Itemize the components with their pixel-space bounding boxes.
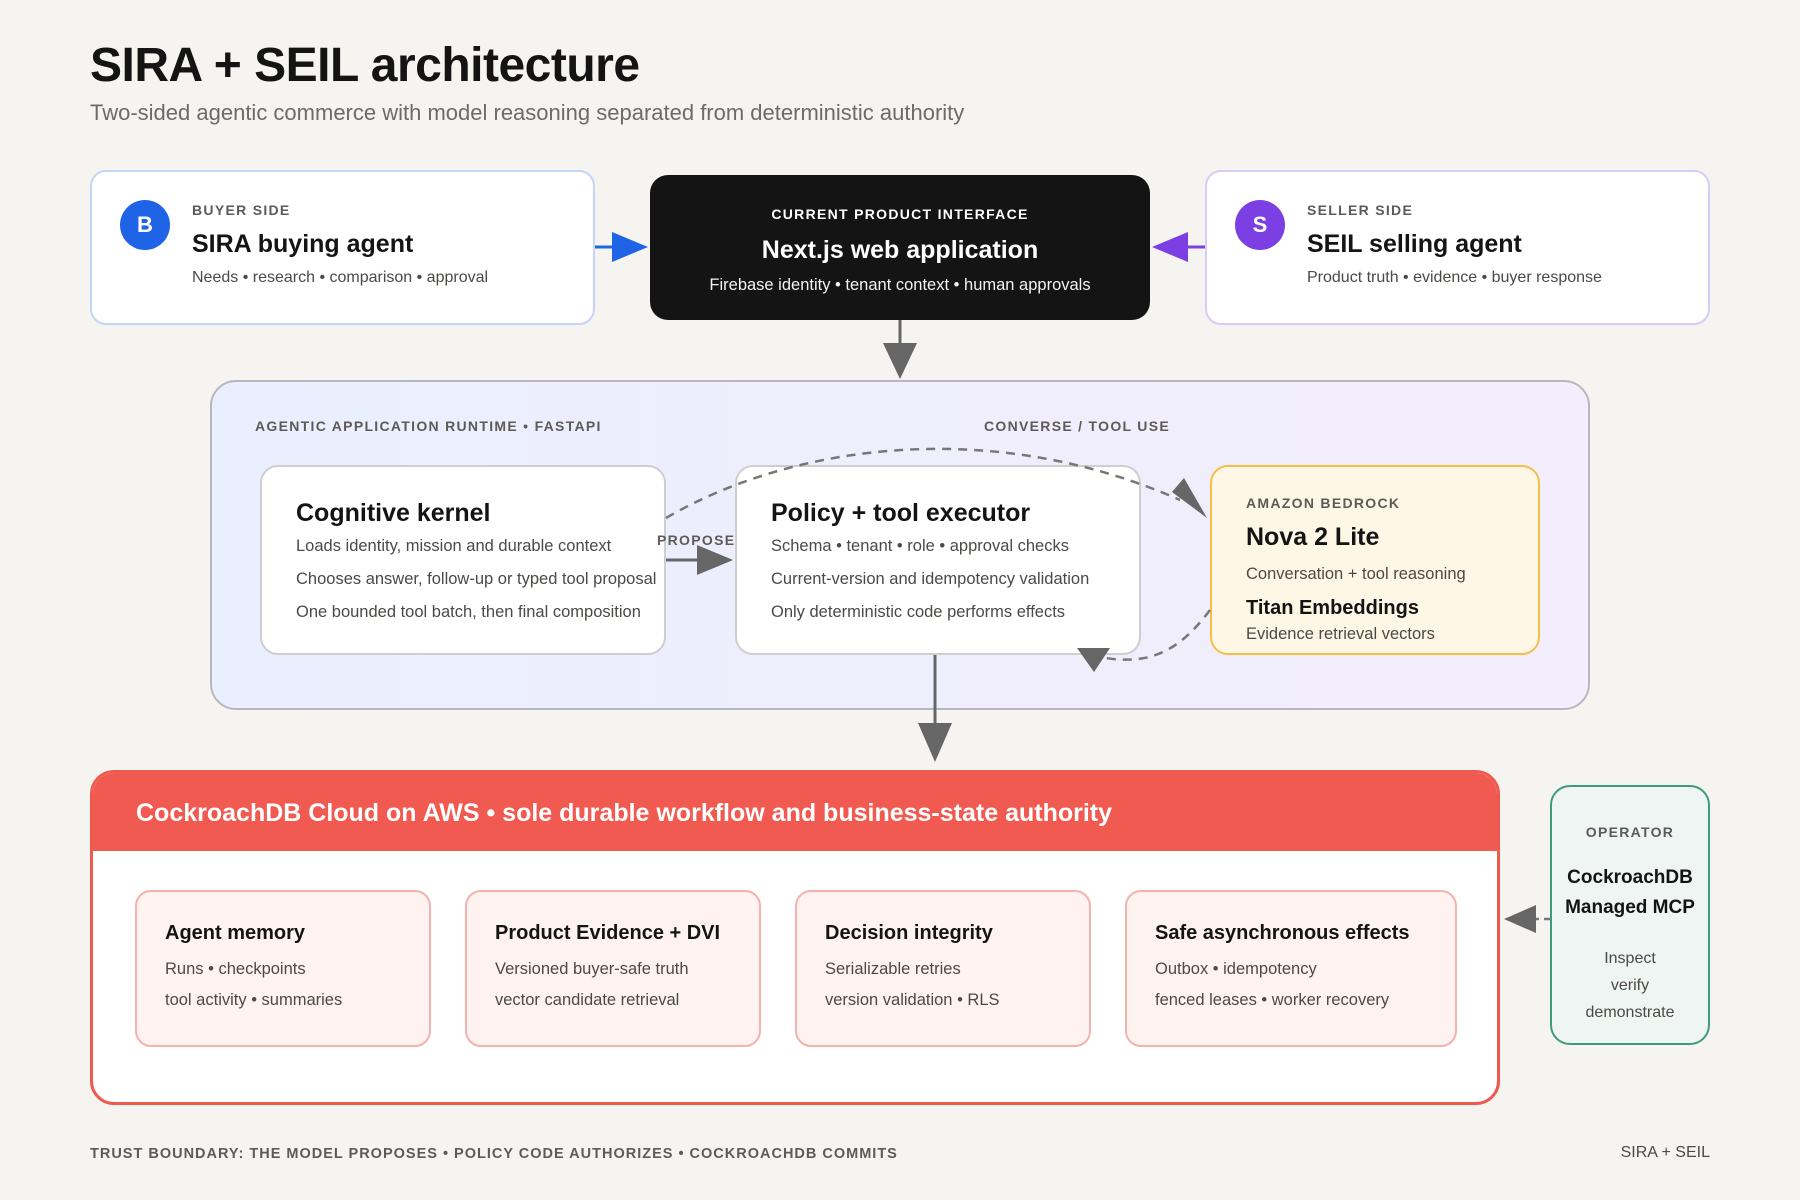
db-card-agent-memory: Agent memory Runs • checkpoints tool act…: [135, 890, 431, 1047]
policy-line: Only deterministic code performs effects: [771, 603, 1066, 621]
seller-detail: Product truth • evidence • buyer respons…: [1307, 269, 1602, 286]
seller-eyebrow: SELLER SIDE: [1307, 202, 1414, 218]
cockroachdb-panel: CockroachDB Cloud on AWS • sole durable …: [90, 770, 1500, 1105]
nextjs-interface-card: CURRENT PRODUCT INTERFACE Next.js web ap…: [650, 175, 1150, 320]
return-arrow-head: [1077, 648, 1110, 672]
db-card-line: Versioned buyer-safe truth: [495, 960, 689, 978]
converse-dashed-path: [665, 447, 1181, 520]
buyer-eyebrow: BUYER SIDE: [192, 202, 291, 218]
operator-action: demonstrate: [1585, 1004, 1675, 1021]
bedrock-embeddings-detail: Evidence retrieval vectors: [1246, 625, 1435, 643]
db-card-title: Safe asynchronous effects: [1155, 922, 1410, 944]
page-subtitle: Two-sided agentic commerce with model re…: [90, 100, 965, 125]
operator-action: verify: [1610, 977, 1650, 994]
db-card-line: Runs • checkpoints: [165, 960, 306, 978]
db-card-product-evidence: Product Evidence + DVI Versioned buyer-s…: [465, 890, 761, 1047]
bedrock-eyebrow: AMAZON BEDROCK: [1246, 495, 1401, 511]
policy-executor-card: Policy + tool executor Schema • tenant •…: [735, 465, 1141, 655]
propose-label: PROPOSE: [657, 532, 736, 548]
operator-card: OPERATOR CockroachDB Managed MCP Inspect…: [1550, 785, 1710, 1045]
footer-trust-boundary: TRUST BOUNDARY: THE MODEL PROPOSES • POL…: [90, 1146, 898, 1162]
amazon-bedrock-card: AMAZON BEDROCK Nova 2 Lite Conversation …: [1210, 465, 1540, 655]
runtime-label: AGENTIC APPLICATION RUNTIME • FASTAPI: [255, 418, 602, 434]
operator-title-line1: CockroachDB: [1567, 867, 1693, 888]
operator-action: Inspect: [1604, 950, 1656, 967]
buyer-title: SIRA buying agent: [192, 230, 414, 258]
db-card-line: tool activity • summaries: [165, 991, 343, 1009]
db-card-async-effects: Safe asynchronous effects Outbox • idemp…: [1125, 890, 1457, 1047]
seller-arrow-head: [1152, 232, 1188, 262]
seller-title: SEIL selling agent: [1307, 230, 1522, 258]
interface-detail: Firebase identity • tenant context • hum…: [709, 276, 1091, 294]
page-title: SIRA + SEIL architecture: [90, 39, 640, 92]
seller-badge-icon: S: [1235, 200, 1285, 250]
db-card-line: version validation • RLS: [825, 991, 1000, 1009]
buyer-detail: Needs • research • comparison • approval: [192, 269, 489, 286]
db-card-line: Serializable retries: [825, 960, 961, 978]
kernel-line: Loads identity, mission and durable cont…: [296, 537, 612, 555]
db-card-line: fenced leases • worker recovery: [1155, 991, 1390, 1009]
operator-title-line2: Managed MCP: [1565, 897, 1695, 918]
db-card-decision-integrity: Decision integrity Serializable retries …: [795, 890, 1091, 1047]
db-card-line: vector candidate retrieval: [495, 991, 680, 1009]
interface-title: Next.js web application: [761, 236, 1039, 264]
db-card-title: Decision integrity: [825, 922, 993, 944]
interface-down-head: [883, 343, 917, 379]
seller-agent-card: S SELLER SIDE SEIL selling agent Product…: [1205, 170, 1710, 325]
operator-eyebrow: OPERATOR: [1585, 824, 1675, 840]
kernel-title: Cognitive kernel: [296, 499, 491, 527]
cognitive-kernel-card: Cognitive kernel Loads identity, mission…: [260, 465, 666, 655]
bedrock-model-title: Nova 2 Lite: [1246, 523, 1380, 551]
return-dashed-path: [1094, 609, 1211, 661]
policy-title: Policy + tool executor: [771, 499, 1031, 527]
footer-brand: SIRA + SEIL: [1620, 1144, 1710, 1161]
policy-down-head: [918, 723, 952, 762]
policy-line: Schema • tenant • role • approval checks: [771, 537, 1069, 555]
converse-label: CONVERSE / TOOL USE: [984, 418, 1170, 434]
buyer-arrow-head: [612, 232, 648, 262]
interface-eyebrow: CURRENT PRODUCT INTERFACE: [771, 206, 1029, 222]
propose-arrow-head: [697, 545, 733, 575]
db-card-title: Agent memory: [165, 922, 306, 944]
kernel-line: Chooses answer, follow-up or typed tool …: [296, 570, 657, 588]
converse-arrow-head: [1172, 478, 1207, 518]
bedrock-model-detail: Conversation + tool reasoning: [1246, 565, 1466, 583]
db-card-title: Product Evidence + DVI: [495, 922, 721, 944]
buyer-badge-icon: B: [120, 200, 170, 250]
policy-line: Current-version and idempotency validati…: [771, 570, 1090, 588]
bedrock-embeddings-title: Titan Embeddings: [1246, 597, 1419, 619]
db-card-line: Outbox • idempotency: [1155, 960, 1317, 978]
db-header: CockroachDB Cloud on AWS • sole durable …: [93, 773, 1497, 851]
kernel-line: One bounded tool batch, then final compo…: [296, 603, 641, 621]
buyer-agent-card: B BUYER SIDE SIRA buying agent Needs • r…: [90, 170, 595, 325]
operator-arrow-head: [1504, 905, 1536, 933]
